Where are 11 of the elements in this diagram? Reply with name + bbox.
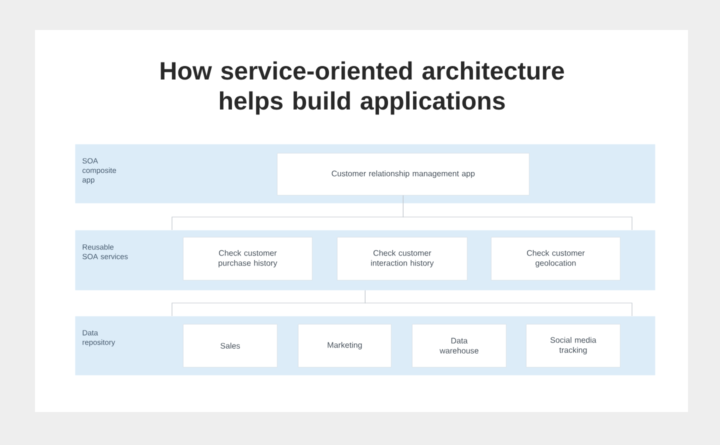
- service-box: Sales: [183, 324, 278, 368]
- service-box: Check customer geolocation: [491, 237, 620, 280]
- service-box: Data warehouse: [412, 324, 506, 368]
- service-box: Check customer purchase history: [183, 237, 312, 280]
- connector-line: [364, 290, 632, 316]
- connector-line: [402, 195, 632, 230]
- service-box: Marketing: [298, 324, 392, 368]
- service-box: Customer relationship management app: [277, 153, 530, 196]
- title: How service-oriented architecture helps build applications: [160, 61, 564, 115]
- service-box: Check customer interaction history: [337, 237, 468, 280]
- service-box: Social media tracking: [526, 324, 620, 368]
